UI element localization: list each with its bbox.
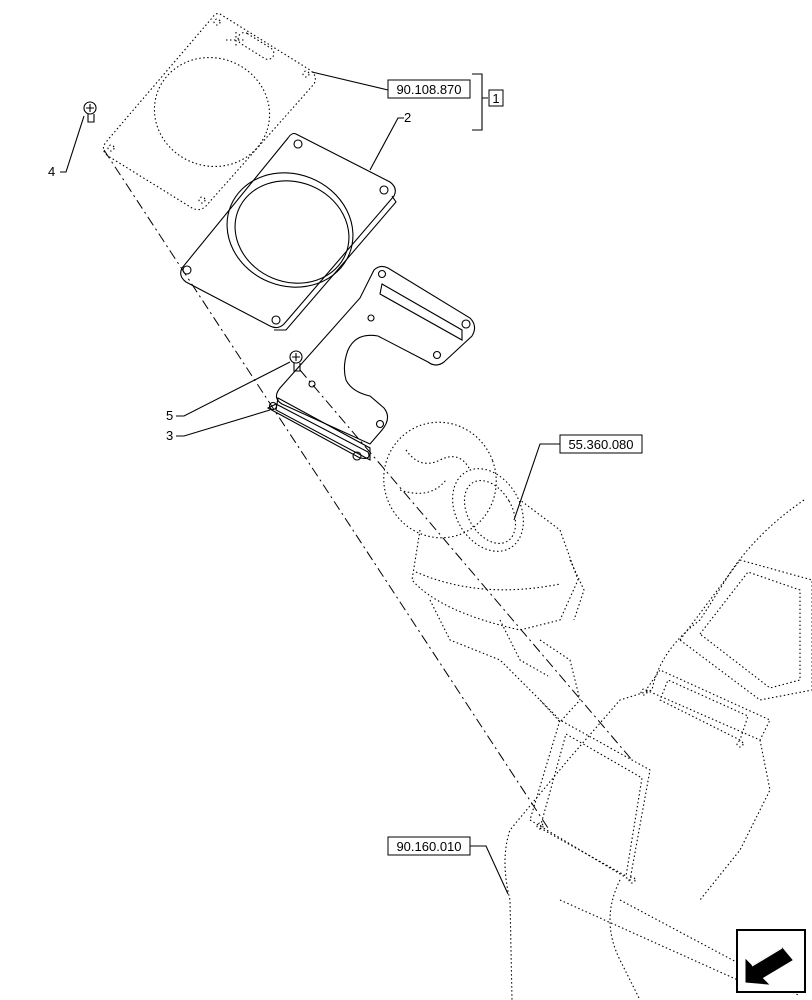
mounting-bracket <box>266 265 476 461</box>
arrow-icon[interactable] <box>736 929 806 993</box>
ref-box-console[interactable]: 90.160.010 <box>387 836 471 856</box>
callout-screw-bracket: 5 <box>166 408 173 423</box>
leader-bracket <box>176 409 271 437</box>
leader-screw-top <box>60 115 85 173</box>
leader-joystick <box>513 443 560 521</box>
callout-bracket: 3 <box>166 428 173 443</box>
cover-plate <box>180 132 397 331</box>
ref-box-joystick[interactable]: 55.360.080 <box>559 434 643 454</box>
screw-bracket <box>289 350 303 372</box>
leader-gasket <box>311 71 389 91</box>
ref-joystick-text: 55.360.080 <box>568 437 633 452</box>
joystick-dotted <box>383 421 585 723</box>
ref-console-text: 90.160.010 <box>396 839 461 854</box>
gasket-dotted <box>102 12 316 211</box>
group-bracket <box>472 73 488 131</box>
callout-plate: 2 <box>404 110 411 125</box>
screw-top <box>83 101 97 123</box>
ref-group-text: 1 <box>492 91 499 106</box>
ref-box-gasket[interactable]: 90.108.870 <box>387 79 471 99</box>
leader-screw-bracket <box>176 361 291 417</box>
console-dotted <box>504 499 812 1000</box>
callout-screw-top: 4 <box>48 164 55 179</box>
assembly-axis-left <box>103 149 549 829</box>
ref-gasket-text: 90.108.870 <box>396 82 461 97</box>
ref-box-group[interactable]: 1 <box>488 89 504 107</box>
leader-plate <box>369 117 404 171</box>
assembly-axis-right <box>299 369 633 761</box>
leader-console <box>468 845 509 895</box>
